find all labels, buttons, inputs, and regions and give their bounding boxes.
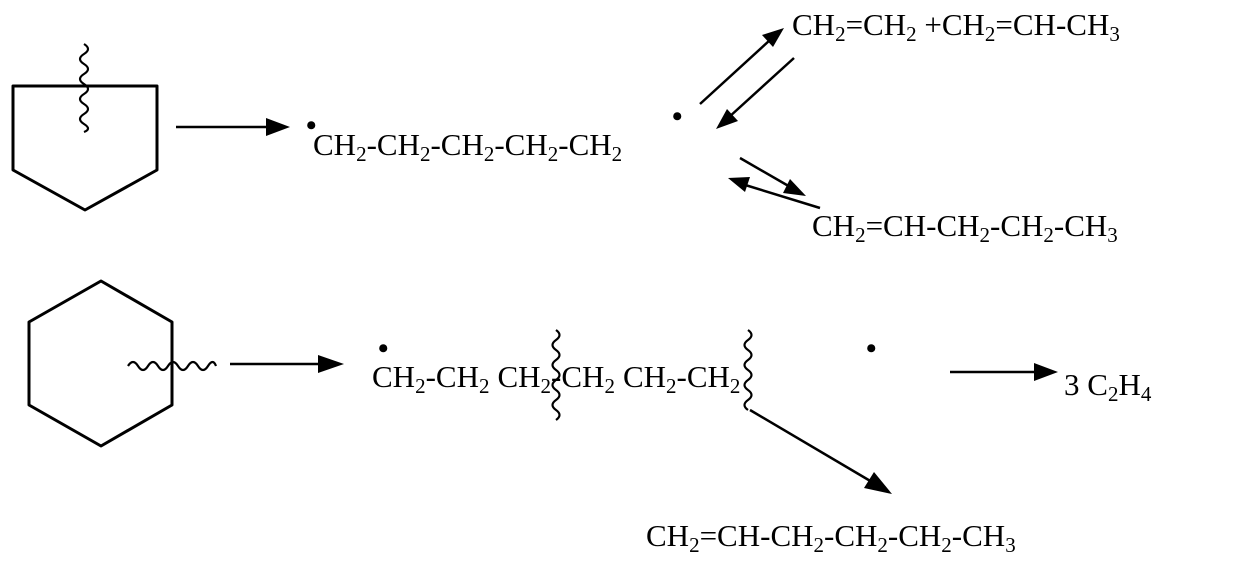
hexene-product: CH2=CH-CH2-CH2-CH2-CH3	[646, 518, 1016, 557]
radical-dot: •	[378, 332, 389, 365]
equilibrium-arrows-bottom	[728, 156, 821, 210]
cyclopentane-ring	[11, 84, 159, 212]
reaction-arrow-head	[1034, 363, 1058, 381]
radical-dot: •	[866, 332, 877, 365]
radical-dot: •	[306, 109, 317, 142]
cleavage-wavy-line-1	[551, 329, 561, 421]
reaction-arrow-head	[864, 472, 892, 494]
cyclohexane-ring	[27, 279, 174, 448]
radical-dot: •	[672, 100, 683, 133]
ethylene-product: 3 C2H4	[1064, 367, 1152, 406]
ethylene-propylene-products: CH2=CH2 +CH2=CH-CH3	[792, 7, 1120, 46]
reaction-arrow-head	[318, 355, 344, 373]
pentene-product: CH2=CH-CH2-CH2-CH3	[812, 208, 1118, 247]
pentyl-diradical-formula: CH2-CH2-CH2-CH2-CH2	[313, 127, 622, 166]
bond-cleavage-wavy-line	[127, 360, 218, 372]
cyclopentane-reaction: • CH2-CH2-CH2-CH2-CH2 • CH2=CH2 +CH2=CH-…	[11, 7, 1120, 247]
cleavage-wavy-line-2	[743, 329, 753, 411]
reaction-arrow	[749, 408, 873, 484]
equilibrium-arrows-top	[699, 28, 795, 129]
pentyl-diradical: • CH2-CH2-CH2-CH2-CH2 •	[306, 100, 683, 166]
bond-cleavage-wavy-line	[78, 43, 90, 134]
reaction-arrow-head	[266, 118, 290, 136]
